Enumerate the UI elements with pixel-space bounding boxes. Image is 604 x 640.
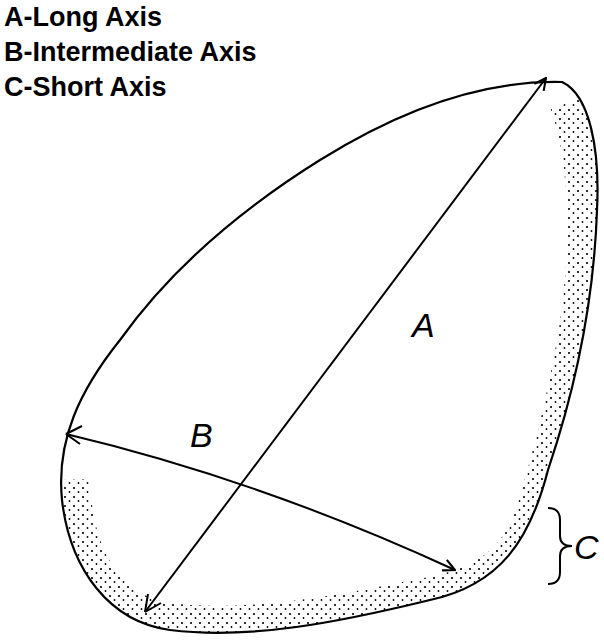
long-axis-head xyxy=(145,594,161,612)
intermediate-axis-head xyxy=(66,426,82,444)
stipple-shading xyxy=(64,100,593,632)
key-text: C-Short Axis xyxy=(4,74,167,101)
intermediate-axis-line xyxy=(66,434,455,570)
axis-label: C xyxy=(574,530,599,564)
key-text: A-Long Axis xyxy=(4,4,162,31)
axis-label: B xyxy=(190,418,213,452)
pebble-outline xyxy=(61,82,597,633)
key-text: B-Intermediate Axis xyxy=(4,39,257,66)
short-axis-bracket xyxy=(548,508,572,584)
axis-label: A xyxy=(412,308,435,342)
long-axis-line xyxy=(145,78,546,612)
